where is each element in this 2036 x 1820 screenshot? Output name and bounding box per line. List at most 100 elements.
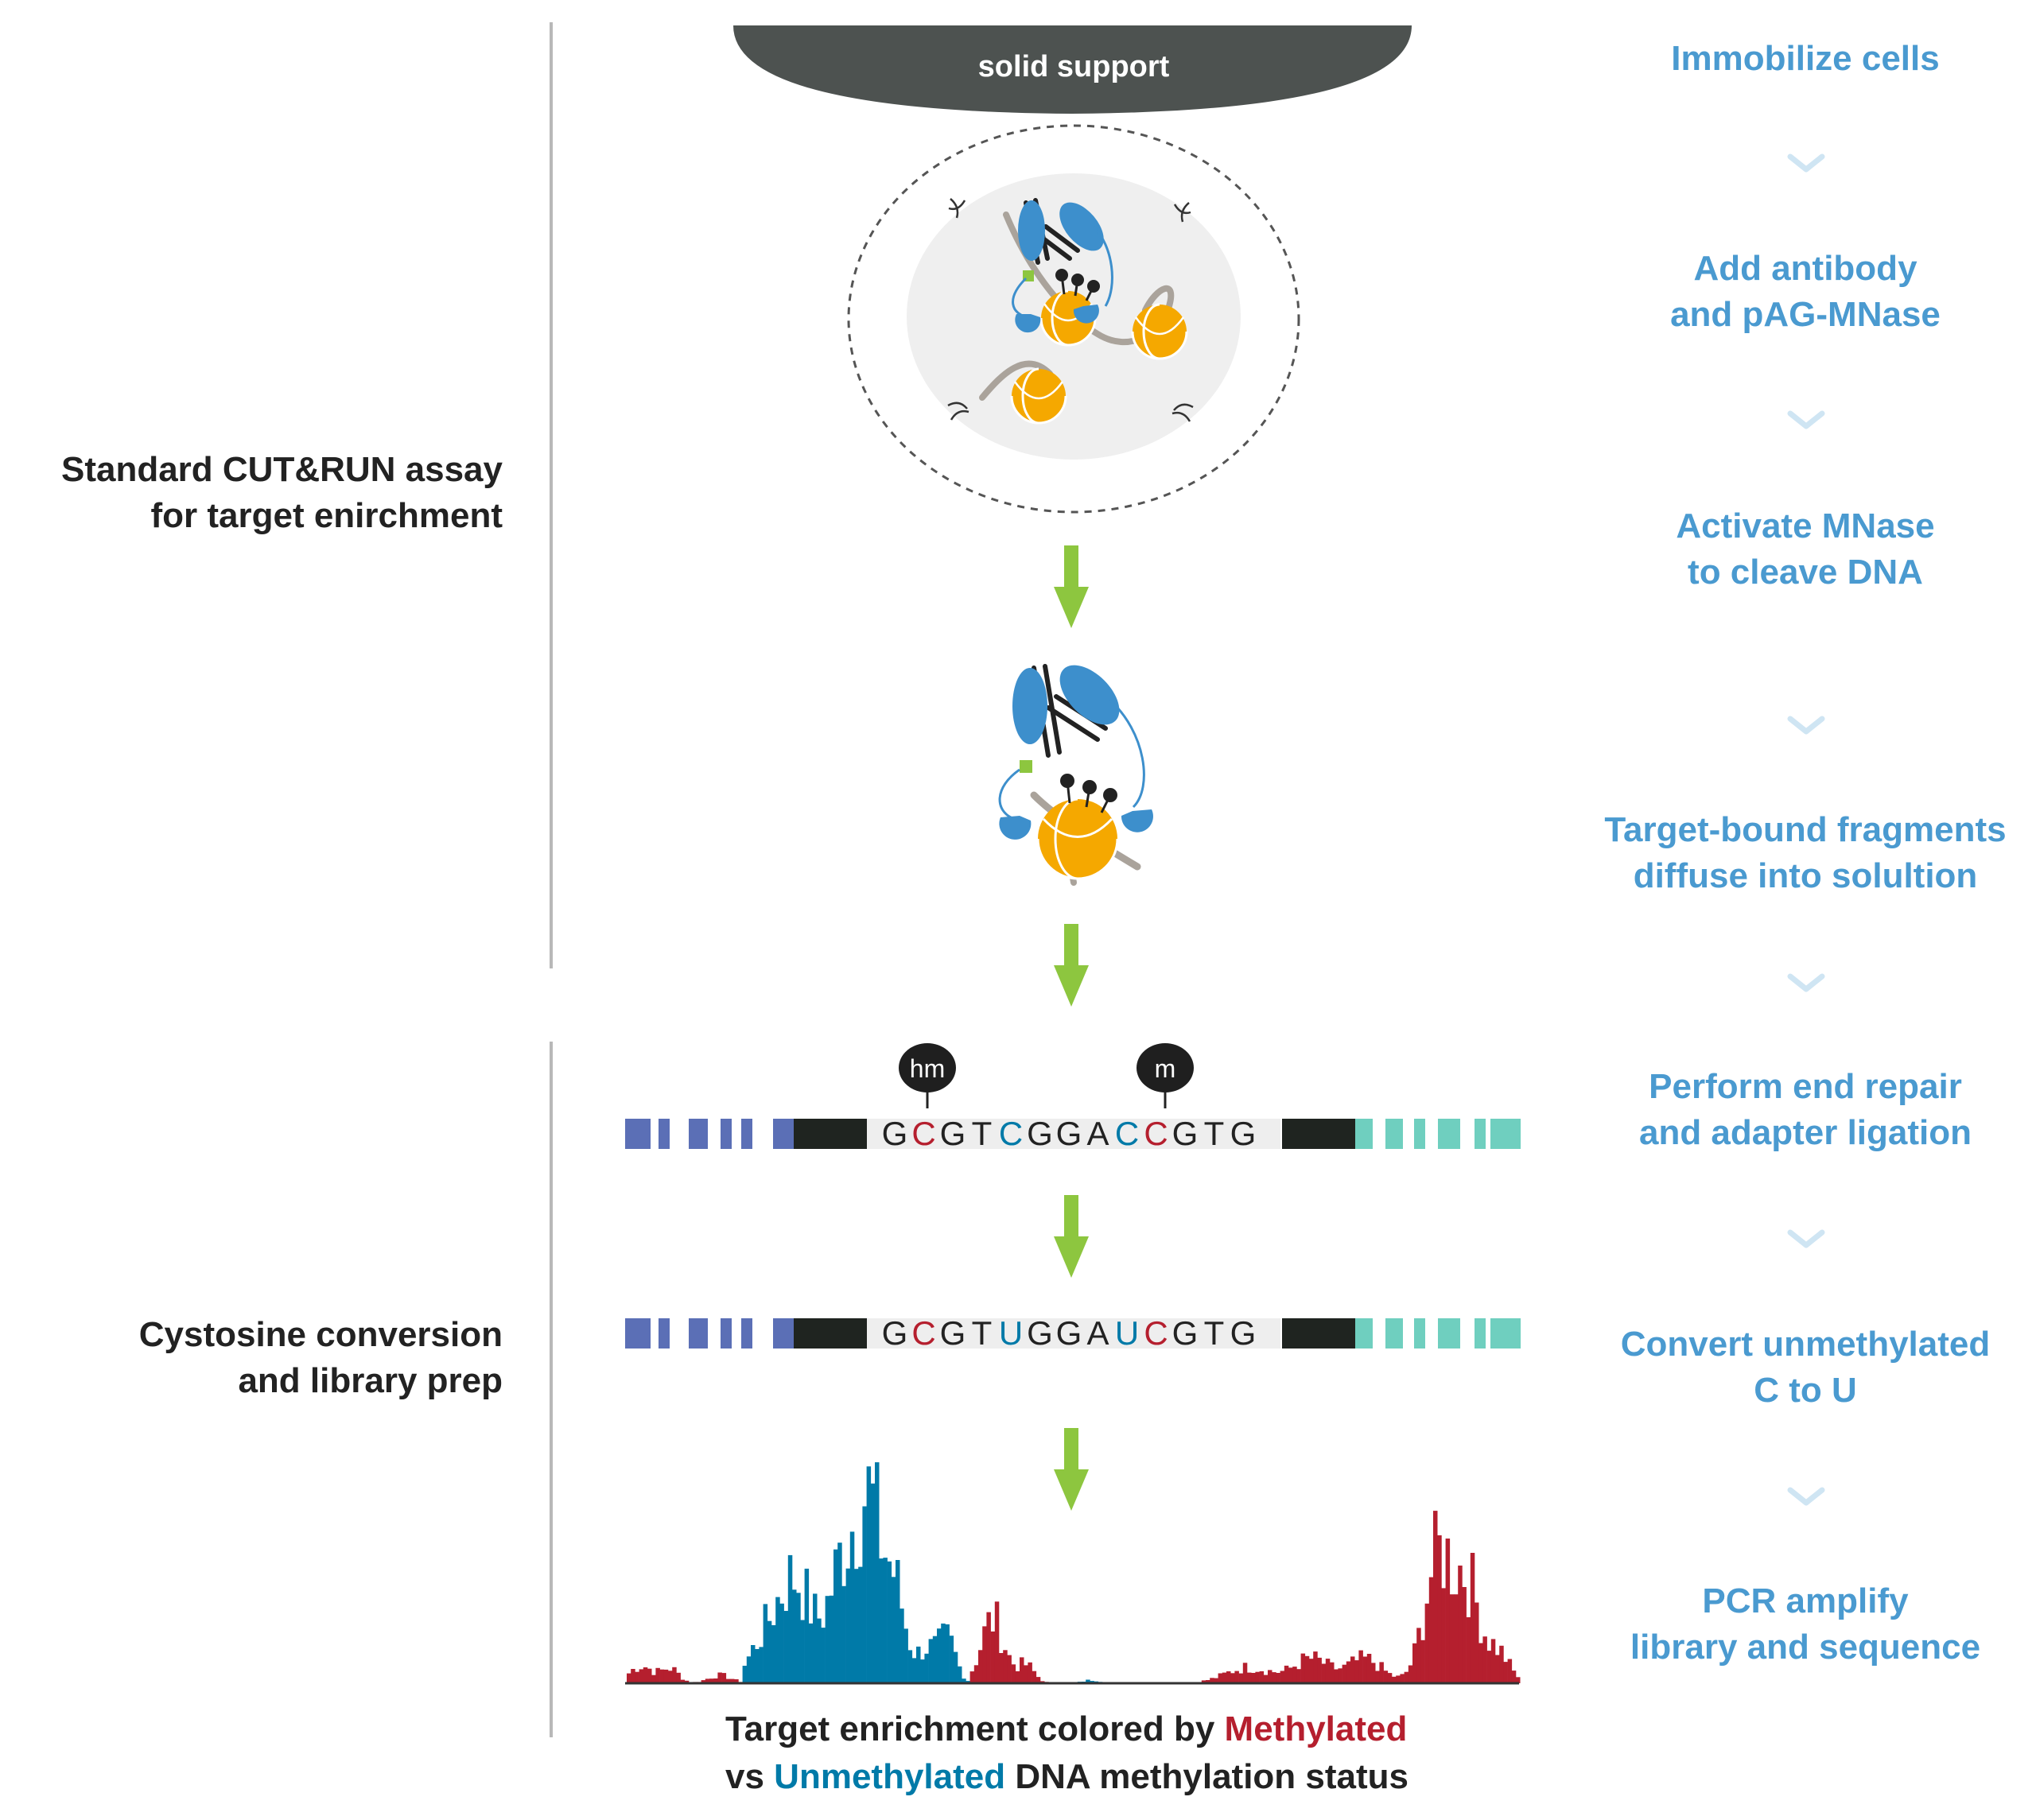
adapter-right-dark — [1282, 1119, 1355, 1149]
m-modification-pin: m — [1137, 1043, 1194, 1108]
coverage-bar — [1300, 1653, 1306, 1683]
coverage-bar — [1259, 1671, 1265, 1683]
coverage-bar — [1342, 1664, 1347, 1683]
coverage-bar — [1028, 1662, 1032, 1683]
dna-base: G — [882, 1314, 908, 1352]
coverage-bar — [792, 1589, 797, 1683]
dna-base: T — [972, 1115, 993, 1152]
coverage-bar — [717, 1672, 722, 1683]
coverage-bar — [1428, 1577, 1434, 1683]
coverage-bar — [1475, 1602, 1479, 1683]
adapter-right-block — [1490, 1119, 1521, 1149]
released-fragment — [998, 664, 1153, 886]
dna-base: T — [1204, 1115, 1225, 1152]
cell-illustration — [847, 124, 1300, 514]
coverage-bar — [734, 1679, 739, 1683]
adapter-right-block — [1414, 1119, 1425, 1149]
insert-background — [867, 1318, 1280, 1349]
adapter-left-block — [689, 1119, 708, 1149]
coverage-bar — [1292, 1667, 1297, 1683]
coverage-bar — [676, 1672, 681, 1683]
coverage-bar — [1404, 1671, 1409, 1683]
coverage-bar — [1387, 1673, 1393, 1683]
coverage-bar — [866, 1466, 872, 1683]
coverage-bar — [1330, 1662, 1335, 1683]
step-line: Perform end repair — [1649, 1067, 1962, 1106]
coverage-bar — [891, 1577, 896, 1683]
coverage-bar — [1263, 1674, 1269, 1683]
adapter-left-block — [625, 1119, 651, 1149]
section-line: for target enirchment — [150, 496, 503, 535]
coverage-bar — [1313, 1651, 1318, 1683]
coverage-bar — [1247, 1672, 1252, 1683]
enrichment-histogram — [627, 1462, 1521, 1683]
dna-base: G — [1027, 1314, 1053, 1352]
coverage-bar — [845, 1568, 851, 1683]
dna-base: G — [1056, 1314, 1082, 1352]
coverage-bar — [883, 1558, 888, 1683]
step-immobilize: Immobilize cells — [1567, 36, 2036, 82]
adapter-right-block — [1385, 1119, 1403, 1149]
coverage-bar — [896, 1560, 900, 1683]
dna-base: G — [1230, 1314, 1257, 1352]
caption-line-1: Target enrichment colored by Methylated — [692, 1706, 1407, 1753]
coverage-bar — [751, 1645, 756, 1683]
coverage-bar — [1396, 1675, 1401, 1683]
coverage-bar — [879, 1558, 884, 1683]
coverage-bar — [713, 1678, 718, 1683]
coverage-bar — [1338, 1668, 1342, 1683]
dna-base: T — [1204, 1314, 1225, 1352]
coverage-bar — [849, 1531, 855, 1683]
adapter-right-block — [1475, 1119, 1486, 1149]
coverage-bar — [1210, 1678, 1214, 1683]
step-activate: Activate MNase to cleave DNA — [1567, 503, 2036, 596]
step-convert: Convert unmethylated C to U — [1567, 1321, 2036, 1414]
adapter-right-block — [1414, 1318, 1425, 1349]
coverage-bar — [663, 1669, 669, 1683]
hm-modification-pin: hm — [899, 1043, 956, 1108]
dna-base: G — [882, 1115, 908, 1152]
coverage-bar — [870, 1483, 876, 1683]
coverage-bar — [1412, 1643, 1417, 1683]
coverage-bar — [990, 1631, 996, 1683]
step-line: diffuse into solultion — [1633, 856, 1978, 895]
adapter-right-block — [1438, 1119, 1460, 1149]
adapter-left-block — [721, 1119, 732, 1149]
coverage-bar — [1218, 1673, 1223, 1683]
coverage-bar — [800, 1620, 805, 1683]
coverage-bar — [655, 1667, 660, 1683]
coverage-bar — [829, 1595, 834, 1683]
coverage-bar — [1424, 1603, 1430, 1683]
coverage-bar — [1462, 1587, 1467, 1683]
coverage-bar — [1334, 1669, 1339, 1683]
coverage-bar — [825, 1596, 830, 1683]
adapter-right-block — [1438, 1318, 1460, 1349]
section-label-conversion: Cystosine conversion and library prep — [139, 1312, 503, 1404]
coverage-bar — [647, 1668, 652, 1683]
step-chevron — [1790, 1490, 1822, 1503]
coverage-bar — [932, 1636, 938, 1683]
flow-arrow — [1054, 545, 1089, 628]
caption-unmethylated: Unmethylated — [774, 1757, 1006, 1796]
coverage-bar — [1280, 1671, 1285, 1683]
step-diffuse: Target-bound fragments diffuse into solu… — [1567, 807, 2036, 899]
step-line: PCR amplify — [1702, 1581, 1909, 1620]
dna-base: G — [940, 1115, 966, 1152]
coverage-bar — [746, 1656, 752, 1683]
coverage-bar — [1242, 1663, 1248, 1683]
coverage-bar — [1317, 1657, 1322, 1683]
adapter-right-block — [1355, 1318, 1373, 1349]
coverage-bar — [813, 1593, 818, 1683]
coverage-bar — [1416, 1628, 1421, 1683]
dna-base: G — [1056, 1115, 1082, 1152]
coverage-bar — [1466, 1617, 1471, 1683]
coverage-bar — [978, 1650, 983, 1683]
svg-text:m: m — [1155, 1054, 1176, 1083]
adapter-left-block — [625, 1318, 651, 1349]
coverage-bar — [837, 1543, 842, 1683]
coverage-bar — [639, 1669, 644, 1683]
coverage-bar — [941, 1623, 946, 1683]
coverage-bar — [1230, 1673, 1235, 1683]
dna-base: A — [1086, 1115, 1109, 1152]
coverage-bar — [1321, 1663, 1327, 1683]
